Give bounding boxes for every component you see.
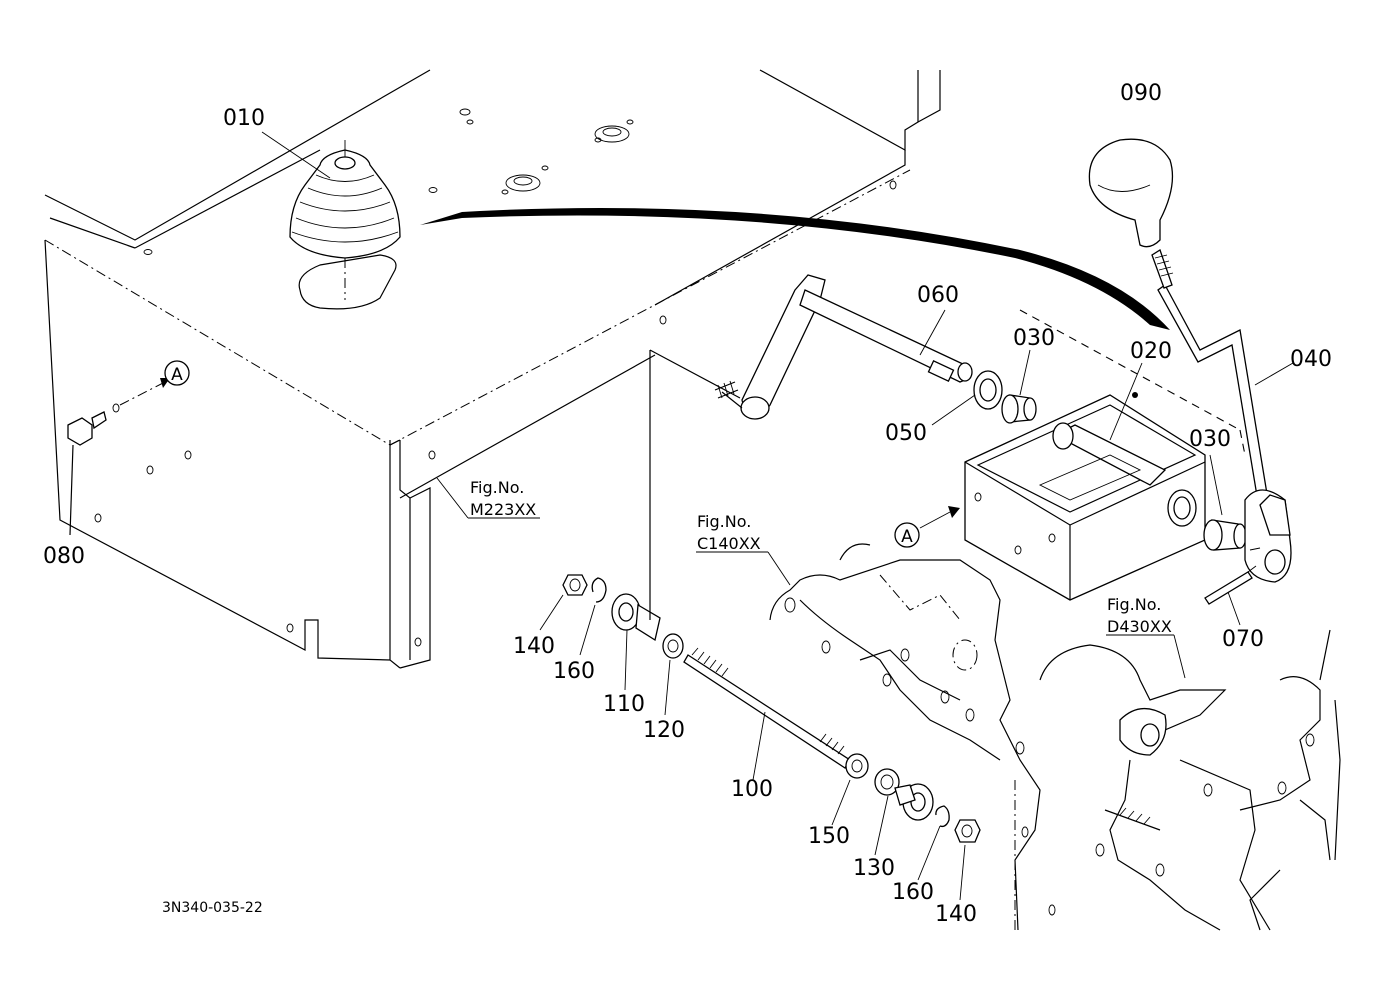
drawing-code: 3N340-035-22 bbox=[162, 900, 263, 916]
lever-knob-090 bbox=[1088, 138, 1174, 248]
label-060: 060 bbox=[917, 283, 959, 308]
callout-a-upper-text: A bbox=[171, 365, 183, 385]
rod-hardware bbox=[562, 350, 981, 843]
bushing-030-lower bbox=[1203, 519, 1247, 551]
label-160-lower: 160 bbox=[892, 880, 934, 905]
label-040: 040 bbox=[1290, 347, 1332, 372]
figure-ref-c140-code: C140XX bbox=[697, 534, 761, 553]
label-050: 050 bbox=[885, 421, 927, 446]
floor-panel bbox=[44, 69, 941, 669]
callout-a-lower-text: A bbox=[901, 527, 913, 547]
callout-a-upper: A bbox=[164, 360, 190, 386]
label-030-upper: 030 bbox=[1013, 326, 1055, 351]
shift-arm-060 bbox=[649, 274, 973, 420]
bushing-030-upper bbox=[1001, 394, 1037, 424]
label-030-lower: 030 bbox=[1189, 427, 1231, 452]
label-070: 070 bbox=[1222, 627, 1264, 652]
label-120: 120 bbox=[643, 718, 685, 743]
figure-ref-d430-title: Fig.No. bbox=[1107, 595, 1161, 614]
label-100: 100 bbox=[731, 777, 773, 802]
leader-lines bbox=[261, 131, 1294, 901]
transmission-housing bbox=[769, 543, 1341, 931]
figure-ref-m223-code: M223XX bbox=[470, 500, 536, 519]
part-labels: 010 090 060 030 020 040 050 030 080 070 … bbox=[43, 81, 1332, 927]
figure-ref-d430-code: D430XX bbox=[1107, 617, 1172, 636]
label-130: 130 bbox=[853, 856, 895, 881]
spring-pin-070 bbox=[1204, 565, 1257, 605]
figure-ref-c140-title: Fig.No. bbox=[697, 512, 751, 531]
label-020: 020 bbox=[1130, 339, 1172, 364]
label-010: 010 bbox=[223, 106, 265, 131]
label-140-lower: 140 bbox=[935, 902, 977, 927]
label-110: 110 bbox=[603, 692, 645, 717]
shift-boot bbox=[289, 140, 401, 300]
plug-bolt-080 bbox=[67, 378, 170, 536]
label-150: 150 bbox=[808, 824, 850, 849]
label-160-upper: 160 bbox=[553, 659, 595, 684]
callout-a-lower: A bbox=[894, 522, 920, 548]
figure-ref-m223: Fig.No. M223XX bbox=[470, 478, 536, 519]
label-140-upper: 140 bbox=[513, 634, 555, 659]
shift-lever-040 bbox=[1151, 249, 1292, 583]
figure-ref-d430: Fig.No. D430XX bbox=[1107, 595, 1172, 636]
label-090: 090 bbox=[1120, 81, 1162, 106]
figure-ref-m223-title: Fig.No. bbox=[470, 478, 524, 497]
figure-ref-c140: Fig.No. C140XX bbox=[697, 512, 761, 553]
washer-050 bbox=[973, 370, 1003, 410]
label-080: 080 bbox=[43, 544, 85, 569]
